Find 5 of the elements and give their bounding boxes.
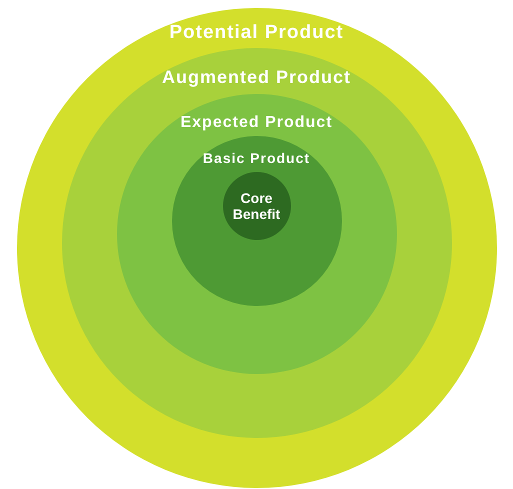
ring-label: Basic Product (202, 151, 310, 166)
ring-label: Expected Product (180, 114, 333, 132)
ring-label: Potential Product (169, 23, 344, 44)
ring-label: Augmented Product (162, 68, 351, 88)
center-label: Core Benefit (232, 190, 282, 222)
